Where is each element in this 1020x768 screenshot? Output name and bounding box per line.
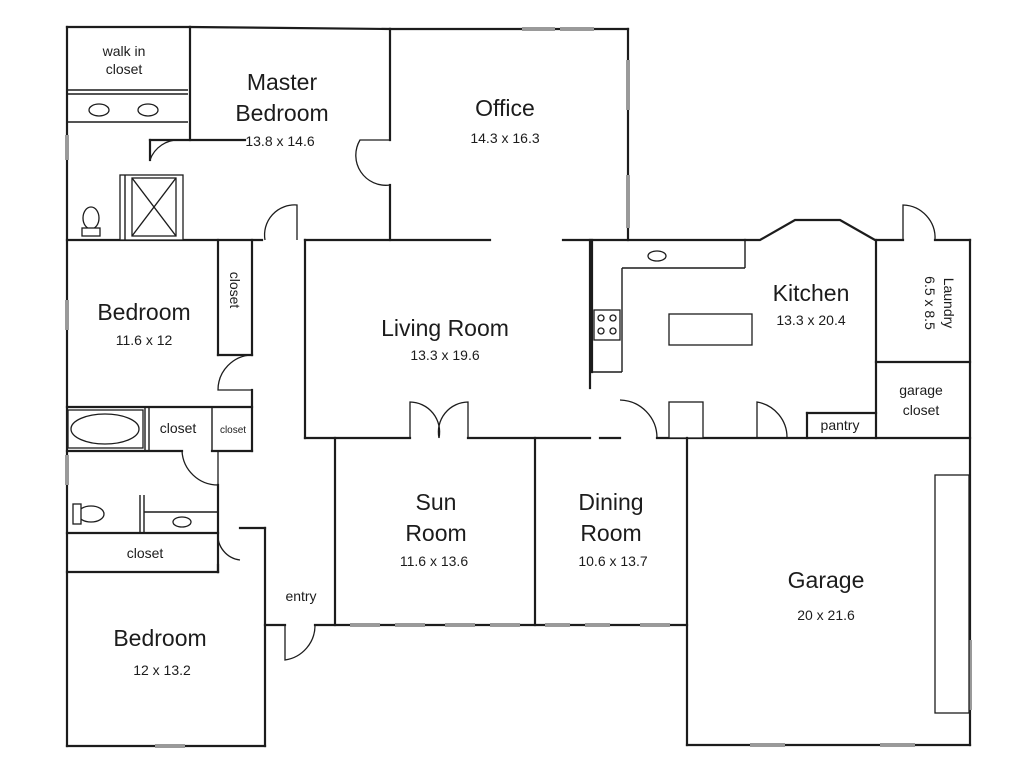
living-room-label: Living Room (381, 315, 509, 341)
toilet-icon (82, 206, 100, 230)
bath-closet-label: closet (127, 545, 164, 561)
sink-icon (88, 103, 110, 117)
hall-closet-large-label: closet (160, 420, 197, 436)
dining-room-label: Dining (578, 489, 643, 515)
sink-icon (172, 516, 192, 528)
garage-label: Garage (788, 567, 865, 593)
master-bedroom-dims: 13.8 x 14.6 (245, 133, 314, 149)
pantry-label: pantry (821, 417, 860, 433)
office-dims: 14.3 x 16.3 (470, 130, 539, 146)
sink-icon (137, 103, 159, 117)
garage-closet-label-2: closet (903, 402, 940, 418)
kitchen-dims: 13.3 x 20.4 (776, 312, 845, 328)
laundry-label: Laundry (941, 278, 957, 329)
bedroom-1-dims: 11.6 x 12 (116, 332, 173, 348)
dining-room-label-2: Room (580, 520, 641, 546)
office-label: Office (475, 95, 535, 121)
room-labels: walk in closet Master Bedroom 13.8 x 14.… (97, 43, 957, 678)
laundry-dims: 6.5 x 8.5 (922, 276, 938, 330)
walk-in-closet-label: walk in (102, 43, 146, 59)
sun-room-label: Sun (416, 489, 457, 515)
doors (149, 139, 936, 661)
bedroom-1-label: Bedroom (97, 299, 190, 325)
bedroom-2-dims: 12 x 13.2 (133, 662, 191, 678)
dining-room-dims: 10.6 x 13.7 (578, 553, 647, 569)
windows (65, 27, 972, 748)
hall-closet-small-label: closet (220, 425, 246, 436)
kitchen-label: Kitchen (773, 280, 850, 306)
bedroom-2-label: Bedroom (113, 625, 206, 651)
fixtures (67, 103, 970, 714)
walk-in-closet-label-2: closet (106, 61, 143, 77)
sink-icon (647, 250, 667, 262)
garage-dims: 20 x 21.6 (797, 607, 855, 623)
walls (65, 25, 972, 748)
entry-label: entry (285, 588, 316, 604)
master-bedroom-label: Master (247, 69, 318, 95)
sun-room-label-2: Room (405, 520, 466, 546)
stove-icon (593, 309, 621, 341)
toilet-icon (77, 505, 105, 523)
kitchen-island (668, 313, 753, 346)
bedroom-1-closet-label: closet (227, 272, 243, 309)
garage-closet-label: garage (899, 382, 943, 398)
master-bedroom-label-2: Bedroom (235, 100, 328, 126)
sun-room-dims: 11.6 x 13.6 (400, 553, 468, 569)
living-room-dims: 13.3 x 19.6 (410, 347, 479, 363)
garage-storage (934, 474, 970, 714)
